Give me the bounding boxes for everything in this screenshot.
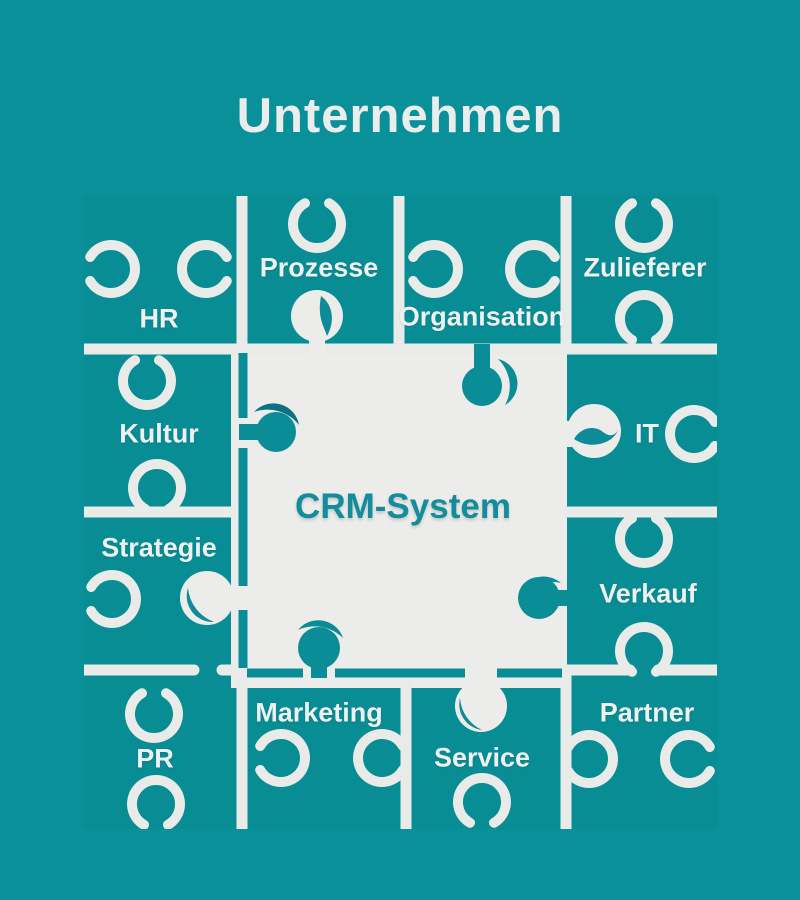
page-title: Unternehmen xyxy=(236,89,564,143)
puzzle-knob-rings xyxy=(85,198,717,829)
puzzle-diagram: HR Prozesse Organisation Zulieferer Kult… xyxy=(84,196,717,829)
piece-label-organisation: Organisation xyxy=(398,301,566,332)
piece-label-zulieferer: Zulieferer xyxy=(583,252,707,283)
piece-label-kultur: Kultur xyxy=(119,418,199,449)
piece-label-partner: Partner xyxy=(599,697,695,728)
teal-tabs xyxy=(239,344,570,678)
center-piece-edges xyxy=(238,353,562,678)
piece-label-strategie: Strategie xyxy=(101,532,217,563)
puzzle-grid-lines xyxy=(84,196,717,829)
piece-label-it: IT xyxy=(635,418,659,449)
center-piece-label: CRM-System xyxy=(295,487,511,526)
piece-label-verkauf: Verkauf xyxy=(599,578,697,609)
piece-label-service: Service xyxy=(433,742,531,773)
piece-label-pr: PR xyxy=(136,743,174,774)
white-tabs xyxy=(180,290,621,732)
piece-label-hr: HR xyxy=(139,303,179,334)
puzzle-graphic xyxy=(84,196,717,829)
center-piece xyxy=(231,348,567,688)
piece-label-marketing: Marketing xyxy=(255,697,383,728)
piece-label-prozesse: Prozesse xyxy=(259,252,379,283)
